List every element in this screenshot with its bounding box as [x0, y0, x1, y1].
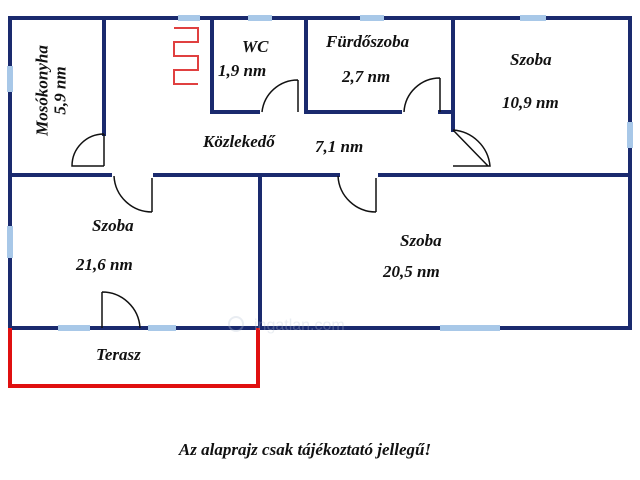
- room-name-terasz: Terasz: [96, 345, 141, 364]
- doors: [71, 77, 491, 329]
- room-name-furdoszoba: Fürdőszoba: [326, 32, 410, 51]
- watermark-text: ingatlan.com: [254, 317, 345, 334]
- room-area-furdoszoba: 2,7 nm: [342, 67, 391, 86]
- room-area-wc: 1,9 nm: [218, 61, 267, 80]
- door-furdoszoba: [403, 77, 441, 113]
- watermark-logo-icon: [228, 316, 244, 332]
- room-name-wc: WC: [242, 37, 269, 56]
- radiator-icon: [173, 27, 199, 85]
- door-szoba-se: [337, 175, 377, 213]
- watermark: ingatlan.com: [228, 316, 345, 334]
- room-name-kozlekedo: Közlekedő: [203, 132, 275, 151]
- door-szoba-sw: [113, 175, 153, 213]
- room-area-szoba-ne: 10,9 nm: [502, 93, 559, 112]
- door-terasz: [101, 291, 141, 329]
- room-area-kozlekedo: 7,1 nm: [315, 137, 364, 156]
- room-name-szoba-ne: Szoba: [510, 50, 552, 69]
- door-szoba-ne: [452, 129, 491, 167]
- room-name-szoba-se: Szoba: [400, 231, 442, 250]
- room-area-szoba-sw: 21,6 nm: [76, 255, 133, 274]
- room-name-szoba-sw: Szoba: [92, 216, 134, 235]
- door-wc: [261, 79, 299, 113]
- room-area-mosokonyha: 5,9 nm: [50, 66, 70, 115]
- room-name-mosokonyha: Mosókonyha: [32, 45, 52, 136]
- room-area-szoba-se: 20,5 nm: [383, 262, 440, 281]
- door-mosokonyha: [71, 133, 105, 167]
- terrace-outline: [8, 328, 260, 388]
- windows: [7, 15, 633, 331]
- disclaimer-text: Az alaprajz csak tájékoztató jellegű!: [178, 440, 432, 459]
